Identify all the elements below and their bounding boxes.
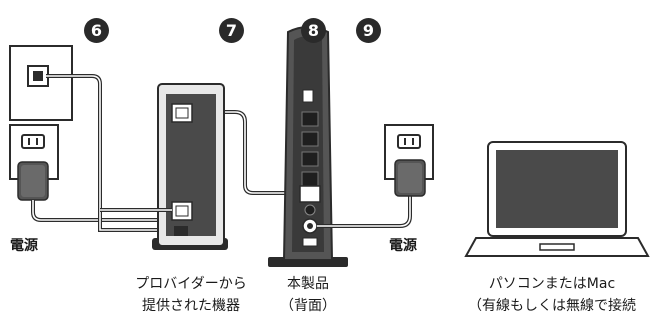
provider-device	[152, 83, 228, 250]
router-caption-line1: 本製品	[287, 276, 329, 292]
step-7-badge: 7	[219, 18, 244, 43]
provider-caption-line1: プロバイダーから	[135, 276, 247, 292]
power-adapter-left	[17, 161, 49, 201]
router-caption: 本製品 （背面）	[268, 276, 348, 315]
power-adapter-right	[394, 159, 426, 197]
provider-caption-line2: 提供された機器	[142, 297, 240, 314]
step-6-badge: 6	[84, 18, 109, 43]
laptop	[464, 141, 650, 257]
power-label-left: 電源	[10, 238, 38, 254]
provider-device-caption: プロバイダーから 提供された機器	[116, 276, 266, 315]
pc-caption-line2: （有線もしくは無線で接続	[468, 297, 636, 314]
pc-caption: パソコンまたはMac （有線もしくは無線で接続	[454, 276, 650, 315]
step-9-badge: 9	[356, 18, 381, 43]
router-rear	[268, 26, 348, 267]
power-label-right: 電源	[389, 238, 417, 254]
pc-caption-line1: パソコンまたはMac	[488, 276, 616, 292]
router-caption-line2: （背面）	[280, 297, 336, 314]
wall-lan-jack	[9, 45, 73, 121]
step-8-badge: 8	[301, 18, 326, 43]
